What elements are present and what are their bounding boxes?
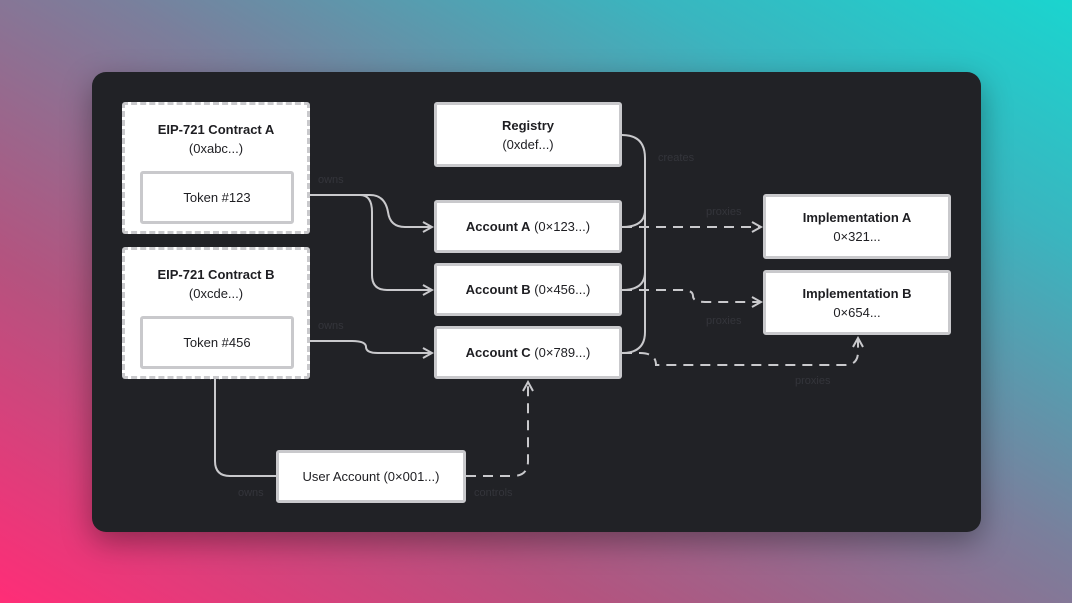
token-123-label: Token #123 bbox=[183, 190, 251, 205]
account-c-address: (0×789...) bbox=[534, 345, 591, 360]
label-proxies-a: proxies bbox=[706, 206, 742, 218]
contract-a-address: (0xabc...) bbox=[188, 141, 244, 156]
label-proxies-c: proxies bbox=[795, 375, 831, 387]
label-proxies-b: proxies bbox=[706, 315, 742, 327]
account-c-name: Account C bbox=[465, 345, 531, 360]
implementation-a-name: Implementation A bbox=[802, 209, 912, 225]
label-owns-token-b: owns bbox=[318, 320, 344, 332]
edge-account-c-impl-b bbox=[622, 338, 858, 366]
edge-token123-account-a bbox=[292, 194, 432, 227]
contract-b-node[interactable]: EIP-721 Contract B (0xcde...) Token #456 bbox=[122, 247, 310, 379]
implementation-b-name: Implementation B bbox=[802, 285, 912, 301]
registry-node[interactable]: Registry (0xdef...) bbox=[434, 102, 622, 167]
contract-a-title: EIP-721 Contract A bbox=[157, 122, 275, 137]
account-c-node[interactable]: Account C (0×789...) bbox=[434, 326, 622, 379]
contract-b-address: (0xcde...) bbox=[188, 286, 244, 301]
implementation-a-address: 0×321... bbox=[833, 228, 881, 244]
edge-token123-account-b bbox=[359, 194, 432, 290]
implementation-b-node[interactable]: Implementation B 0×654... bbox=[763, 270, 951, 335]
edge-registry-account-b bbox=[621, 271, 646, 291]
token-123-node[interactable]: Token #123 bbox=[140, 171, 294, 224]
registry-address: (0xdef...) bbox=[502, 136, 554, 152]
edge-token456-account-c bbox=[292, 340, 432, 353]
edge-registry-creates bbox=[621, 134, 646, 354]
account-a-node[interactable]: Account A (0×123...) bbox=[434, 200, 622, 253]
account-a-address: (0×123...) bbox=[534, 219, 591, 234]
token-456-label: Token #456 bbox=[183, 335, 251, 350]
edge-user-owns-token456 bbox=[215, 370, 278, 477]
token-456-node[interactable]: Token #456 bbox=[140, 316, 294, 369]
contract-b-title: EIP-721 Contract B bbox=[157, 267, 275, 282]
label-owns-tokens: owns bbox=[318, 174, 344, 186]
label-owns-user: owns bbox=[238, 487, 264, 499]
user-account-node[interactable]: User Account (0×001...) bbox=[276, 450, 466, 503]
registry-title: Registry bbox=[501, 117, 555, 133]
edge-user-controls-account-c bbox=[466, 382, 528, 477]
label-controls: controls bbox=[474, 487, 513, 499]
user-account-label: User Account (0×001...) bbox=[302, 469, 440, 484]
account-b-node[interactable]: Account B (0×456...) bbox=[434, 263, 622, 316]
implementation-b-address: 0×654... bbox=[833, 304, 881, 320]
edge-account-b-impl-b bbox=[622, 289, 761, 302]
account-b-address: (0×456...) bbox=[534, 282, 591, 297]
account-b-name: Account B bbox=[465, 282, 531, 297]
edge-registry-account-a bbox=[621, 209, 646, 228]
account-a-name: Account A bbox=[465, 219, 531, 234]
implementation-a-node[interactable]: Implementation A 0×321... bbox=[763, 194, 951, 259]
contract-a-node[interactable]: EIP-721 Contract A (0xabc...) Token #123 bbox=[122, 102, 310, 234]
label-creates: creates bbox=[658, 152, 695, 164]
